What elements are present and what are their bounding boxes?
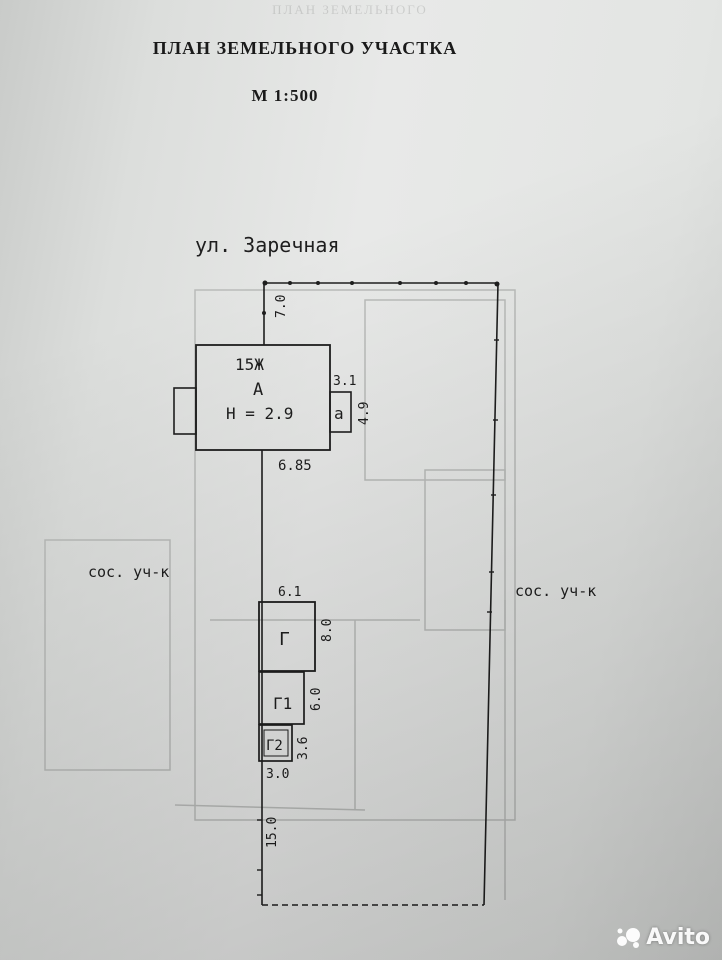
- annex-depth-label: 4.9: [357, 402, 372, 425]
- shed-g2: [258, 724, 293, 762]
- garage-depth-label: 8.0: [320, 619, 335, 642]
- annex-width-label: 3.1: [333, 374, 356, 389]
- shed-g1: [258, 671, 305, 725]
- plan-scale: М 1:500: [251, 86, 319, 105]
- garage-g: [258, 601, 316, 672]
- watermark-text: Avito: [646, 925, 710, 950]
- setback-label: 7.0: [274, 295, 289, 318]
- house-floors-label: 15Ж: [235, 355, 264, 374]
- avito-watermark: Avito: [616, 925, 710, 950]
- shed1-depth-label: 6.0: [309, 688, 324, 711]
- house-width-label: 6.85: [278, 458, 312, 474]
- avito-logo-icon: [617, 927, 641, 948]
- house-porch: [173, 387, 197, 435]
- garage-width-label: 6.1: [278, 585, 301, 600]
- plan-title: ПЛАН ЗЕМЕЛЬНОГО УЧАСТКА: [152, 38, 458, 58]
- survey-points: [262, 280, 500, 315]
- garage-label: Г: [279, 629, 290, 650]
- shed2-depth-label: 3.6: [296, 737, 311, 760]
- house-letter-label: А: [253, 380, 263, 400]
- house-height-label: Н = 2.9: [226, 404, 293, 423]
- shed1-label: Г1: [273, 694, 292, 713]
- left-neighbor-label: сос. уч-к: [88, 563, 169, 581]
- annex-label: а: [334, 404, 344, 423]
- rear-distance-label: 15.0: [265, 817, 280, 848]
- shed2-width-label: 3.0: [266, 767, 289, 782]
- boundary-ticks: [257, 339, 499, 896]
- street-label: ул. Заречная: [195, 233, 340, 257]
- annex-a: [329, 391, 352, 433]
- right-neighbor-label: сос. уч-к: [515, 582, 596, 600]
- shed-g2-inner: [263, 729, 289, 757]
- bleed-through-text: ПЛАН ЗЕМЕЛЬНОГО: [272, 2, 428, 17]
- shed2-label: Г2: [266, 738, 283, 754]
